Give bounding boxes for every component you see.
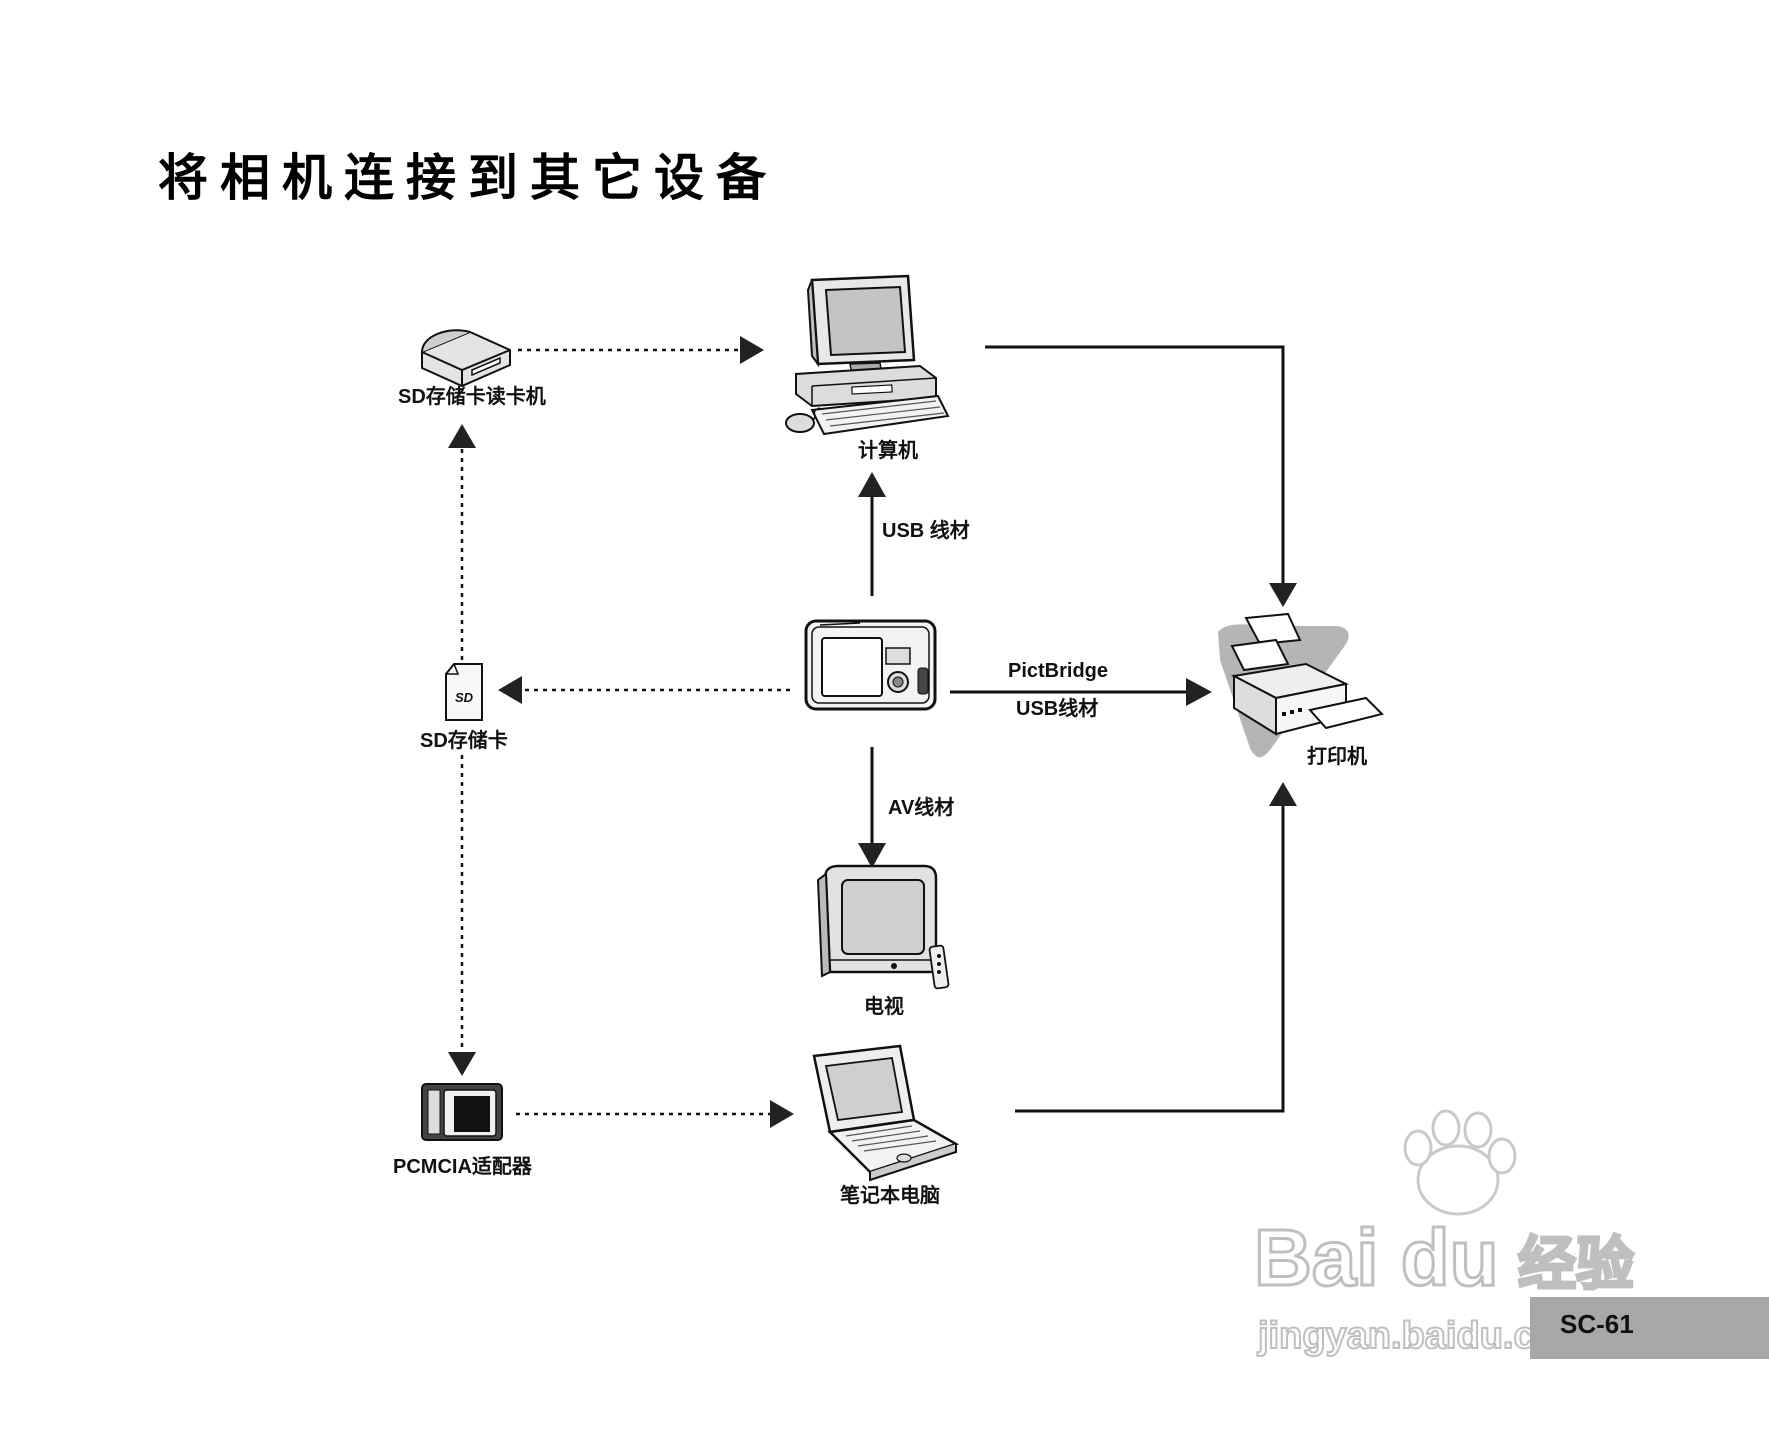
- arrowhead: [1269, 782, 1297, 806]
- page-number: SC-61: [1560, 1309, 1634, 1339]
- usb-cable-printer-label: USB线材: [1016, 696, 1098, 720]
- page-number-box: [1530, 1297, 1769, 1359]
- svg-text:SD: SD: [455, 690, 474, 705]
- digital-camera-icon: [804, 619, 937, 711]
- television-icon: [816, 864, 950, 990]
- printer-icon: [1218, 612, 1384, 758]
- watermark-cn: 经验: [1518, 1230, 1634, 1298]
- sd-card-label: SD存储卡: [420, 728, 508, 752]
- paw-icon: [1403, 1109, 1517, 1216]
- connection-lines: [448, 336, 1297, 1128]
- laptop-to-printer-line: [1015, 805, 1285, 1113]
- pictbridge-label: PictBridge: [1008, 660, 1108, 682]
- pcmcia-label: PCMCIA适配器: [393, 1155, 533, 1178]
- card-reader-label: SD存储卡读卡机: [398, 384, 546, 408]
- av-cable-label: AV线材: [888, 795, 954, 819]
- arrowhead: [1186, 678, 1212, 706]
- arrowhead: [498, 676, 522, 704]
- tv-label: 电视: [864, 995, 904, 1018]
- pcmcia-adapter-icon: [421, 1083, 503, 1141]
- arrowhead: [448, 1052, 476, 1076]
- baidu-watermark: Bai du 经验 jingyan.baidu.com: [1253, 1109, 1636, 1358]
- arrowhead: [740, 336, 764, 364]
- card-reader-icon: [421, 329, 511, 388]
- printer-label: 打印机: [1307, 744, 1367, 768]
- desktop-computer-icon: [785, 274, 950, 436]
- page-title: 将相机连接到其它设备: [158, 149, 778, 207]
- usb-cable-label: USB 线材: [882, 518, 970, 542]
- sd-card-icon: SD: [445, 663, 483, 721]
- arrowhead: [858, 843, 886, 868]
- arrowhead: [858, 472, 886, 497]
- watermark-logo: Bai du: [1254, 1213, 1498, 1302]
- computer-to-printer-line: [985, 345, 1285, 585]
- arrowhead: [1269, 583, 1297, 607]
- arrowhead: [448, 424, 476, 448]
- laptop-label: 笔记本电脑: [840, 1183, 940, 1207]
- computer-label: 计算机: [858, 438, 918, 462]
- laptop-icon: [812, 1044, 960, 1182]
- arrowhead: [770, 1100, 794, 1128]
